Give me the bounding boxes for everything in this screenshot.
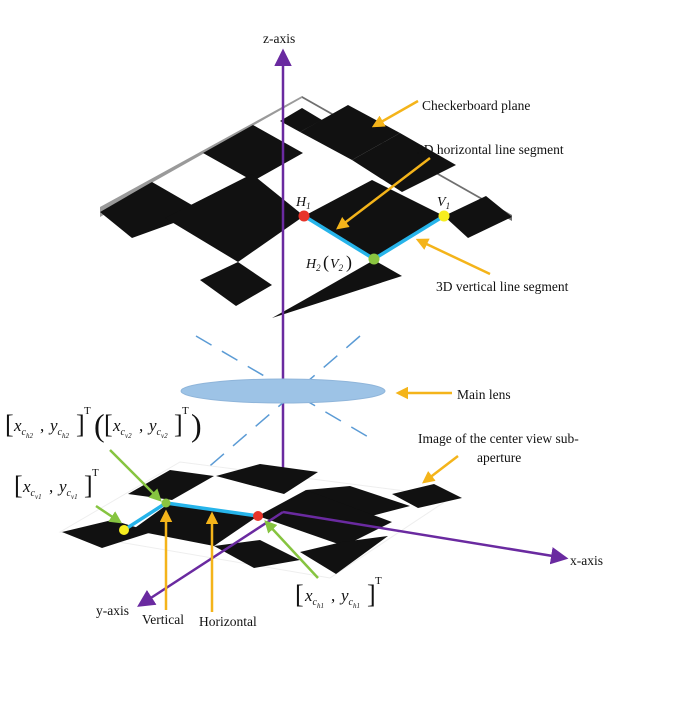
label-main-lens: Main lens [457, 387, 511, 402]
svg-text:ych2: ych2 [48, 416, 70, 440]
coord-v1: [ xcv1 , ycv1 ] T [14, 467, 99, 501]
svg-text:[: [ [5, 410, 14, 439]
label-image-line2: aperture [477, 450, 521, 465]
svg-text:,: , [331, 586, 335, 605]
board-square [352, 133, 456, 192]
image-square [392, 484, 462, 508]
label-horizontal: Horizontal [199, 614, 257, 629]
label-3d-vertical: 3D vertical line segment [436, 279, 569, 294]
svg-text:(: ( [94, 407, 105, 443]
board-square [280, 108, 322, 132]
board-square [272, 260, 402, 318]
x-axis-line [282, 510, 569, 565]
svg-text:]: ] [84, 471, 93, 500]
arrow-image [422, 455, 459, 484]
point-label-h2-v2: H2 ( V2 ) [305, 252, 352, 273]
coord-h1: [ xch1 , ych1 ] T [295, 575, 382, 610]
svg-text:T: T [84, 405, 91, 417]
point-h1 [298, 210, 310, 222]
arrow-vertical-3d [415, 238, 491, 276]
image-square [214, 540, 300, 568]
board-square [165, 174, 304, 262]
image-square [216, 464, 318, 494]
main-lens [180, 378, 386, 404]
label-checkerboard-plane: Checkerboard plane [422, 98, 530, 113]
checkerboard-plane-3d [100, 96, 512, 318]
point-h2 [368, 253, 380, 265]
svg-text:xch1: xch1 [304, 586, 324, 610]
arrow-coord-v1 [95, 504, 123, 524]
board-square [100, 182, 204, 238]
arrow-checkerboard [371, 99, 419, 128]
z-axis-label: z-axis [263, 31, 295, 46]
svg-text:]: ] [174, 410, 183, 439]
x-axis-label: x-axis [570, 553, 603, 568]
image-point-v1 [119, 525, 129, 535]
coord-h2-v2: [ xch2 , ych2 ] T ( [ xcv2 , ycv2 ] T ) [5, 405, 202, 443]
svg-text:]: ] [76, 410, 85, 439]
svg-text:xcv1: xcv1 [22, 477, 42, 501]
svg-text:,: , [49, 477, 53, 496]
svg-text:H2: H2 [305, 257, 321, 273]
label-vertical: Vertical [142, 612, 184, 627]
label-3d-horizontal: 3D horizontal line segment [417, 142, 564, 157]
image-square [300, 536, 388, 574]
point-v1 [438, 210, 450, 222]
point-label-h1: H1 [295, 195, 311, 211]
svg-text:ycv1: ycv1 [57, 477, 78, 501]
svg-text:,: , [40, 416, 44, 435]
svg-text:(: ( [323, 252, 329, 273]
svg-text:V2: V2 [330, 257, 344, 273]
svg-text:ycv2: ycv2 [147, 416, 168, 440]
svg-text:): ) [346, 252, 352, 273]
arrow-coord-h1 [264, 520, 319, 579]
board-square [300, 105, 400, 160]
board-square [444, 196, 512, 238]
svg-text:T: T [92, 467, 99, 479]
svg-text:xch2: xch2 [13, 416, 34, 440]
arrow-coord-h2v2 [109, 449, 162, 502]
svg-text:T: T [182, 405, 189, 417]
svg-text:[: [ [104, 410, 113, 439]
svg-text:[: [ [295, 580, 304, 609]
point-label-v1: V1 [437, 195, 450, 211]
board-square [203, 125, 303, 181]
board-square [304, 180, 444, 260]
svg-text:,: , [139, 416, 143, 435]
svg-text:T: T [375, 575, 382, 587]
board-surface [100, 98, 512, 318]
svg-text:]: ] [367, 580, 376, 609]
label-image-line1: Image of the center view sub- [418, 431, 579, 446]
svg-text:[: [ [14, 471, 23, 500]
svg-text:ych1: ych1 [339, 586, 360, 610]
image-point-h2 [161, 498, 171, 508]
arrow-horizontal-3d [336, 157, 431, 230]
ray-dashed [195, 335, 361, 479]
image-point-h1 [253, 511, 263, 521]
svg-text:): ) [191, 407, 202, 443]
board-square [200, 262, 272, 306]
svg-text:xcv2: xcv2 [112, 416, 132, 440]
y-axis-label: y-axis [96, 603, 129, 618]
image-square [306, 486, 410, 520]
